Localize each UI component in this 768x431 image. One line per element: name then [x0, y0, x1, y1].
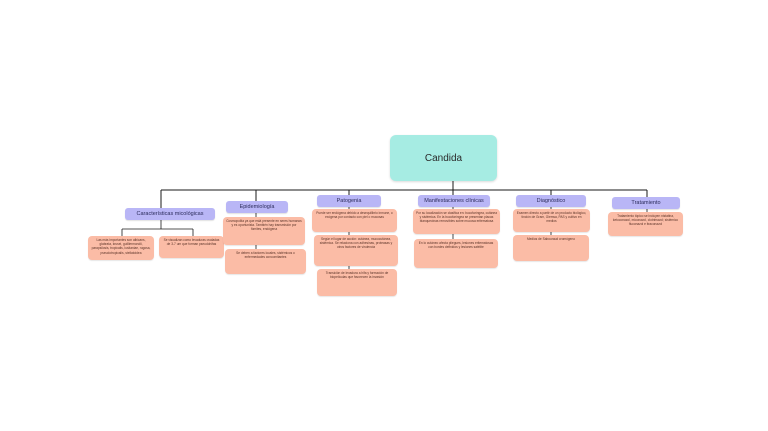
note-text: Según el lugar de acción: cutánea, mucoc… [319, 237, 393, 250]
note-card[interactable]: Según el lugar de acción: cutánea, mucoc… [314, 235, 398, 266]
note-card[interactable]: Tratamiento tópico se incluyen nistatina… [608, 212, 683, 236]
root-node[interactable]: Candida [390, 135, 497, 181]
note-text: Se visualizan como levaduras ovaladas de… [163, 238, 220, 247]
branch-diagnostico[interactable]: Diagnóstico [516, 195, 586, 207]
branch-epidemiologia[interactable]: Epidemiología [226, 201, 288, 213]
note-text: Se deben a factores locales, sistémicos … [236, 251, 295, 260]
note-card[interactable]: Se deben a factores locales, sistémicos … [225, 249, 306, 274]
branch-label: Características micológicas [136, 211, 204, 217]
note-card[interactable]: Medios de Sabouraud cromógeno [513, 235, 589, 261]
note-text: Las más importantes son albicans, glabra… [91, 238, 151, 255]
branch-label: Epidemiología [239, 204, 275, 210]
note-text: Cosmopolita ya que está presente en sere… [226, 219, 302, 232]
branch-label: Tratamiento [631, 200, 661, 206]
note-text: Transición de levadura a hifa y formació… [325, 271, 389, 280]
note-text: En lo cutáneo afecta pliegues, lesiones … [418, 241, 494, 250]
root-label: Candida [424, 152, 463, 164]
note-card[interactable]: Cosmopolita ya que está presente en sere… [223, 217, 305, 245]
branch-patogenia[interactable]: Patogenia [317, 195, 381, 207]
branch-tratamiento[interactable]: Tratamiento [612, 197, 680, 209]
branch-manifestaciones[interactable]: Manifestaciones clínicas [418, 195, 490, 207]
note-card[interactable]: Las más importantes son albicans, glabra… [88, 236, 154, 260]
note-card[interactable]: Puede ser endógena debido a desequilibri… [312, 209, 397, 232]
note-card[interactable]: Por su localización se clasifica en: buc… [413, 209, 500, 234]
note-card[interactable]: Se visualizan como levaduras ovaladas de… [159, 236, 224, 258]
note-text: Tratamiento tópico se incluyen nistatina… [612, 214, 679, 227]
note-text: Puede ser endógena debido a desequilibri… [316, 211, 393, 220]
note-card[interactable]: Examen directo a partir de un producto b… [513, 209, 590, 232]
branch-micologicas[interactable]: Características micológicas [125, 208, 215, 220]
branch-label: Diagnóstico [536, 198, 566, 204]
note-text: Examen directo a partir de un producto b… [516, 211, 587, 224]
note-card[interactable]: En lo cutáneo afecta pliegues, lesiones … [414, 239, 498, 268]
branch-label: Manifestaciones clínicas [424, 198, 484, 204]
note-text: Por su localización se clasifica en: buc… [416, 211, 497, 224]
note-card[interactable]: Transición de levadura a hifa y formació… [317, 269, 397, 296]
branch-label: Patogenia [336, 198, 362, 204]
note-text: Medios de Sabouraud cromógeno [526, 237, 576, 241]
